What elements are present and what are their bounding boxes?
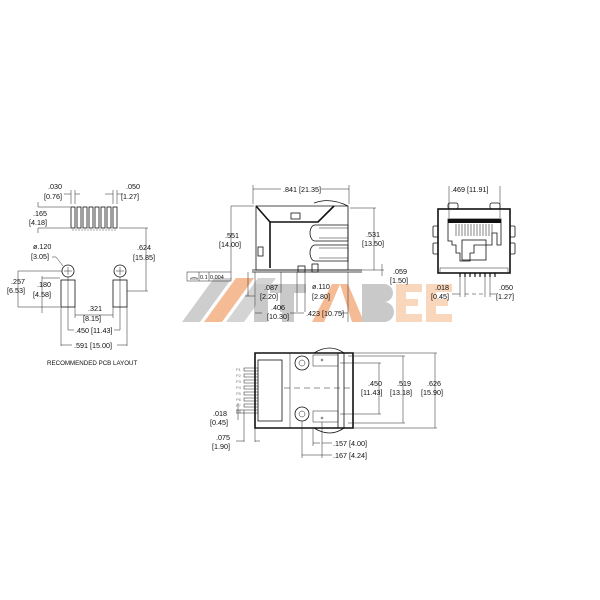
pin-label: P7	[236, 403, 242, 408]
body-len-in: .423	[306, 309, 320, 318]
to-peg-in: .406	[271, 303, 285, 312]
post-outer-in: .591	[74, 341, 88, 350]
front-width-in: .469	[451, 185, 465, 194]
post-height-inner-mm: [4.58]	[33, 290, 51, 299]
hole-dia-in: ø.120	[33, 242, 51, 251]
lead-offset-in: .075	[216, 433, 230, 442]
post-height-outer-mm: [6.53]	[7, 286, 25, 295]
watermark-logo	[182, 278, 452, 322]
side-height-right-in: .531	[366, 230, 380, 239]
pin-leads	[243, 367, 259, 414]
peg-dia-in: ø.110	[312, 282, 330, 291]
pcb-layout-caption: RECOMMENDED PCB LAYOUT	[47, 360, 138, 367]
front-width-mm: [11.91]	[467, 185, 488, 194]
post-center-in: .450	[75, 326, 89, 335]
front-lead-pitch-mm: [1.27]	[496, 292, 514, 301]
side-height-left-mm: [14.00]	[219, 240, 241, 249]
body-len-mm: [10.75]	[322, 309, 344, 318]
post-height-inner-in: .180	[37, 280, 51, 289]
standoff-in: .059	[393, 267, 407, 276]
tab-span-in: .519	[397, 379, 411, 388]
pad-width-mm: [0.76]	[44, 192, 62, 201]
pin-label: P4	[236, 385, 242, 390]
front-lead-pitch-in: .050	[499, 283, 513, 292]
pin-label: P5	[236, 391, 242, 396]
row-to-post-mm: [15.85]	[133, 253, 155, 262]
side-view: .841 [21.35] .551 [14.00] .531 [13.50] .…	[186, 185, 408, 322]
pad-pitch-mm: [1.27]	[121, 192, 139, 201]
lead-offset-mm: [1.90]	[212, 442, 230, 451]
post-outer-mm: [15.00]	[90, 341, 112, 350]
svg-text:[0.76]: [0.76]	[44, 192, 62, 201]
pad-pitch-in: .050	[126, 182, 140, 191]
row-to-post-in: .624	[137, 243, 151, 252]
svg-text:.450 [11.43]: .450 [11.43]	[75, 326, 112, 335]
bottom-lead-width-in: .018	[213, 409, 227, 418]
standoff-mm: [1.50]	[390, 276, 408, 285]
svg-text:.591 [15.00]: .591 [15.00]	[74, 341, 112, 350]
svg-text:.157 [4.00]: .157 [4.00]	[333, 439, 367, 448]
side-height-left-in: .551	[225, 231, 239, 240]
side-height-right-mm: [13.50]	[362, 239, 384, 248]
peg-to-tab-mm: [4.00]	[349, 439, 367, 448]
peg-span-in: .450	[368, 379, 382, 388]
profile-of-surface-icon	[189, 277, 199, 280]
pad-length-mm: [4.18]	[29, 218, 47, 227]
pcb-layout-view: .030 [0.76] .050 [1.27] .165 [4.18] ø.12…	[7, 182, 155, 367]
peg-to-edge-mm: [4.24]	[349, 451, 367, 460]
pin-label: P6	[236, 397, 242, 402]
hole-dia-mm: [3.05]	[31, 252, 49, 261]
peg-to-edge-in: .167	[333, 451, 347, 460]
svg-text:.841 [21.35]: .841 [21.35]	[283, 185, 321, 194]
pin-label: P1	[236, 367, 242, 372]
pin-label: P2	[236, 373, 242, 378]
svg-text:.167 [4.24]: .167 [4.24]	[333, 451, 367, 460]
svg-text:.469 [11.91]: .469 [11.91]	[451, 185, 488, 194]
pin-label: P8	[236, 409, 242, 414]
peg-dia-mm: [2.80]	[312, 292, 330, 301]
peg-offset-in: .087	[264, 283, 278, 292]
overall-in: .626	[427, 379, 441, 388]
front-lead-width-in: .018	[435, 283, 449, 292]
peg-to-tab-in: .157	[333, 439, 347, 448]
pad-width-in: .030	[48, 182, 62, 191]
overall-mm: [15.90]	[421, 388, 443, 397]
peg-span-mm: [11.43]	[361, 388, 382, 397]
post-height-outer-in: .257	[11, 277, 25, 286]
front-view: .469 [11.91] .018 [0.45] .050 [1.27]	[431, 185, 516, 301]
bottom-view: P1 P2 P3 P4 P5 P6 P7 P8 .450 [11.43] .51…	[210, 347, 443, 460]
bottom-lead-width-mm: [0.45]	[210, 418, 228, 427]
to-peg-mm: [10.30]	[267, 312, 289, 321]
side-length-in: .841	[283, 185, 297, 194]
front-lead-width-mm: [0.45]	[431, 292, 449, 301]
flatness-v2: 0.004	[210, 275, 224, 281]
pad-length-in: .165	[33, 209, 47, 218]
tab-span-mm: [13.18]	[390, 388, 412, 397]
svg-text:.030: .030	[48, 182, 62, 191]
pin-label: P3	[236, 379, 242, 384]
side-length-mm: [21.35]	[299, 185, 321, 194]
post-center-mm: [11.43]	[91, 326, 112, 335]
post-gap-mm: [8.15]	[83, 314, 101, 323]
flatness-callout: 0.1 0.004	[186, 271, 232, 282]
post-gap-in: .321	[88, 304, 102, 313]
flatness-v1: 0.1	[200, 275, 208, 281]
peg-offset-mm: [2.20]	[260, 292, 278, 301]
svg-text:.423 [10.75]: .423 [10.75]	[306, 309, 344, 318]
pad-row	[70, 206, 118, 231]
